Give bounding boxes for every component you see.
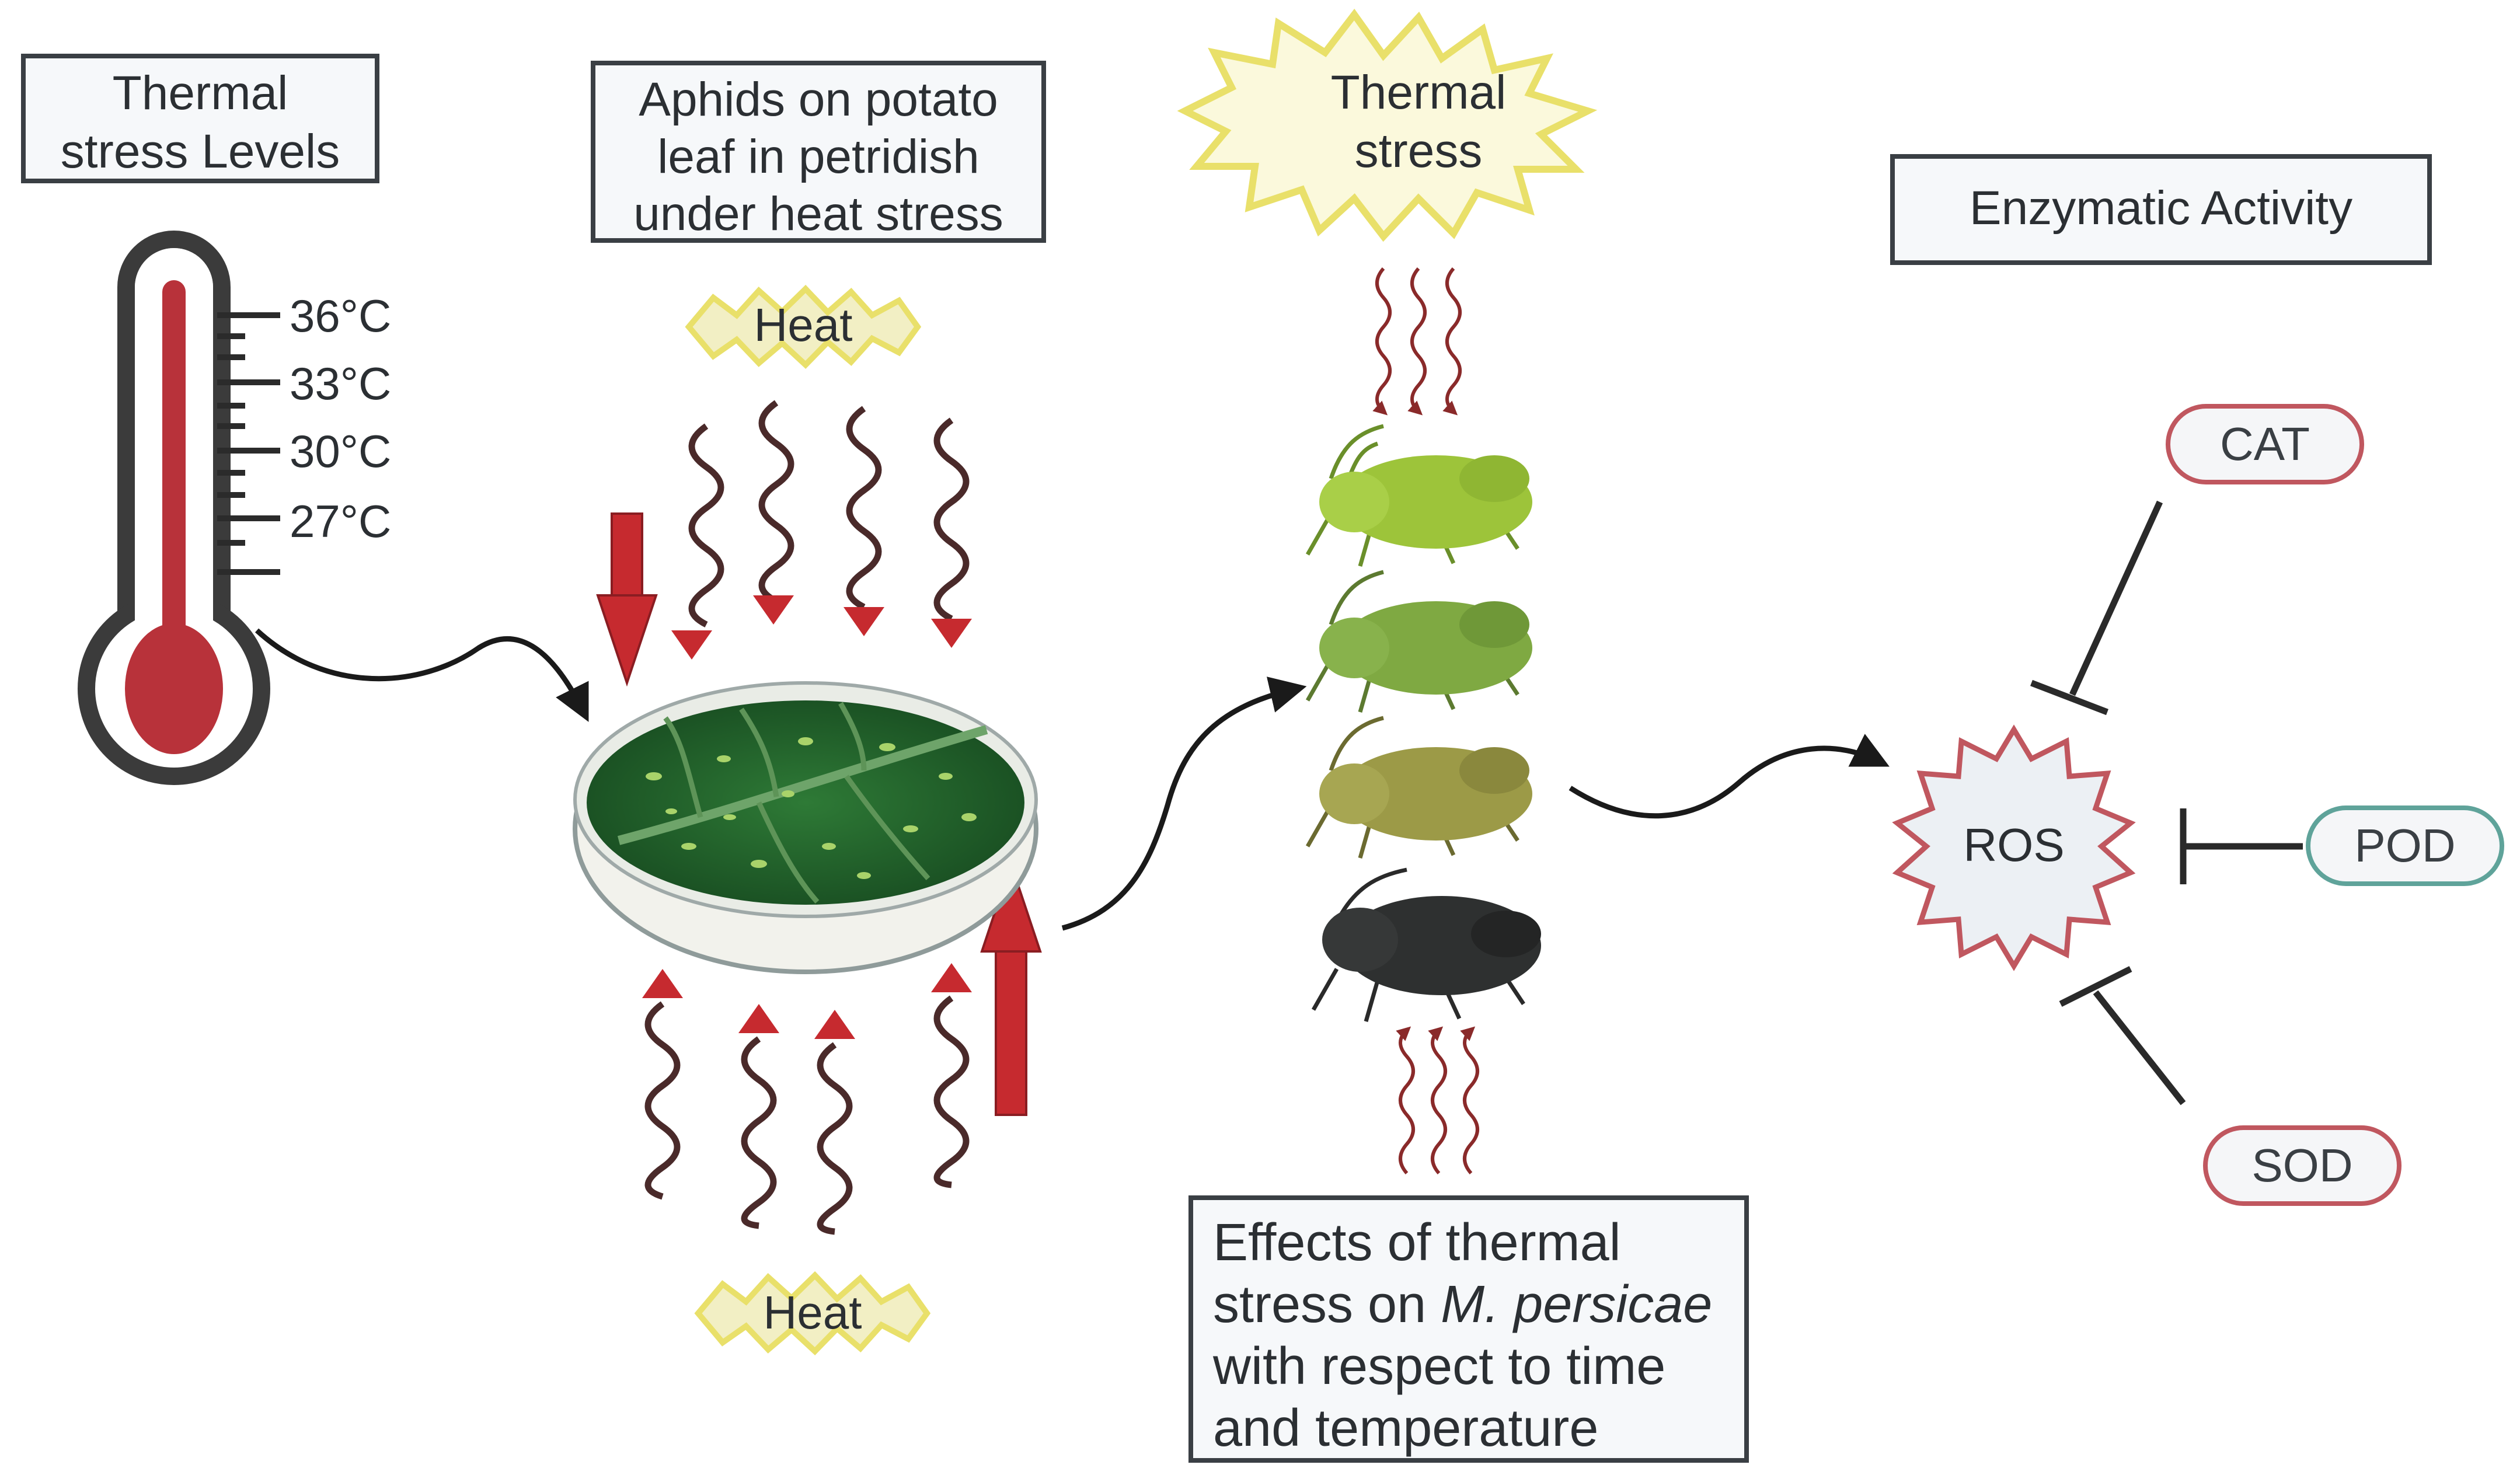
box-line: stress Levels [60,125,340,178]
petri-dish-icon [573,681,1038,974]
temp-label-33: 33°C [290,358,392,409]
ros-burst-icon [1892,724,2136,971]
inhibition-sod [2059,966,2186,1106]
box-text: stress on [1213,1275,1441,1334]
flow-arrow-2 [1061,677,1307,931]
big-heat-arrow-down [596,512,658,687]
effects-description-box: Effects of thermal stress on M. persicae… [1188,1195,1749,1463]
heat-label-top: Heat [754,299,853,351]
thermal-stress-burst [1177,8,1598,242]
aphid-healthy-icon [1305,424,1532,567]
aphid-dead-icon [1311,867,1541,1022]
flow-arrow-1 [255,628,589,722]
thermometer-icon [78,231,280,785]
thermal-stress-line-1: Thermal [1331,66,1507,119]
ros-label: ROS [1963,819,2064,871]
species-name: M. persicae [1441,1275,1713,1334]
aphid-moderate-stress-icon [1305,716,1532,859]
sod-enzyme-pill: SOD [2203,1125,2402,1206]
temp-label-36: 36°C [290,290,392,341]
pod-enzyme-pill: POD [2306,805,2504,886]
big-heat-arrow-up [980,860,1042,1116]
box-line: under heat stress [633,187,1003,240]
heat-arrowheads-top [671,595,972,660]
enzymatic-activity-box: Enzymatic Activity [1890,154,2432,265]
cat-enzyme-pill: CAT [2166,404,2364,484]
heat-label-bottom: Heat [764,1286,862,1338]
heat-burst-bottom [694,1271,931,1355]
box-line: Thermal [112,67,288,120]
box-line: with respect to time [1213,1337,1666,1396]
inhibition-pod [2180,808,2303,884]
box-line: leaf in petridish [657,130,980,183]
aphid-mild-stress-icon [1305,570,1532,713]
heat-arrowheads-bottom [642,963,972,1039]
box-line: Aphids on potato [639,73,998,126]
thermometer-scale [217,312,280,575]
box-line: and temperature [1213,1399,1599,1457]
temp-label-27: 27°C [290,496,392,547]
heat-waves-top [688,400,970,627]
aphids-petridish-box: Aphids on potato leaf in petridish under… [591,61,1046,243]
thermal-stress-line-2: stress [1355,124,1483,177]
box-line: stress on M. persicae [1213,1274,1744,1335]
stress-waves-top [1372,267,1462,416]
potato-leaf [587,700,1024,905]
temp-label-30: 30°C [290,426,392,477]
inhibition-cat [2030,500,2163,716]
heat-waves-bottom [644,995,970,1235]
stress-waves-bottom [1396,1026,1479,1174]
box-line: Enzymatic Activity [1969,182,2353,235]
box-line: Effects of thermal [1213,1214,1621,1272]
thermal-stress-levels-box: Thermal stress Levels [21,54,379,183]
heat-burst-top [685,284,922,369]
flow-arrow-3 [1569,734,1890,819]
